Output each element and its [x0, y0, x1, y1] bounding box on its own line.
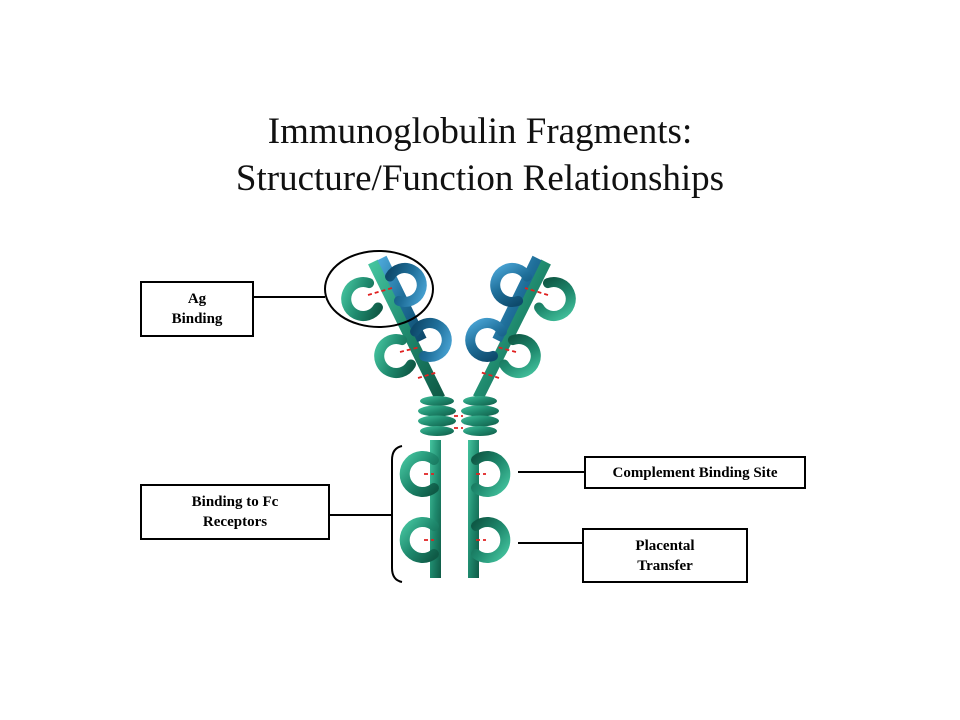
fc-right-strand	[468, 440, 479, 578]
left-vh-domain	[341, 277, 383, 321]
fc-disulfide-bonds	[424, 473, 486, 541]
ag-binding-text-2: Binding	[171, 311, 223, 327]
ag-binding-label: Ag Binding	[140, 281, 254, 337]
right-ch3-domain	[471, 517, 511, 563]
fc-left-strand	[430, 440, 441, 578]
right-fab-arm	[465, 255, 576, 401]
right-vl-domain	[490, 263, 532, 307]
slide-title: Immunoglobulin Fragments: Structure/Func…	[140, 108, 820, 202]
right-heavy-chain-strand	[473, 259, 551, 401]
left-fab-disulfide-bonds	[367, 287, 439, 379]
fc-receptors-label: Binding to Fc Receptors	[140, 484, 330, 540]
placental-transfer-label: Placental Transfer	[582, 528, 748, 583]
left-heavy-chain-strand	[368, 259, 445, 401]
title-line-1: Immunoglobulin Fragments:	[267, 111, 693, 152]
fc-stem	[399, 440, 511, 578]
title-line-2: Structure/Function Relationships	[235, 158, 725, 199]
left-ch3-domain	[399, 517, 439, 563]
hinge-region	[418, 396, 499, 436]
left-ch2-domain	[399, 451, 439, 497]
right-ch1-domain	[499, 334, 541, 378]
right-cl-domain	[465, 318, 507, 362]
left-vl-domain	[385, 263, 427, 307]
left-ch1-domain	[374, 334, 416, 378]
left-fab-arm	[341, 255, 452, 401]
left-cl-domain	[410, 318, 452, 362]
placental-transfer-text-1: Placental	[635, 537, 695, 554]
ag-binding-text-1: Ag	[187, 291, 207, 307]
right-ch2-domain	[471, 451, 511, 497]
antigen-binding-site-circle	[324, 250, 434, 328]
right-fab-disulfide-bonds	[479, 287, 549, 379]
complement-binding-text: Complement Binding Site	[612, 464, 778, 481]
right-vh-domain	[534, 277, 576, 321]
fc-receptors-text-1: Binding to Fc	[191, 494, 279, 510]
placental-transfer-text-2: Transfer	[637, 557, 693, 574]
complement-binding-label: Complement Binding Site	[584, 456, 806, 489]
fc-receptors-text-2: Receptors	[202, 514, 268, 530]
fc-bracket	[391, 445, 403, 583]
